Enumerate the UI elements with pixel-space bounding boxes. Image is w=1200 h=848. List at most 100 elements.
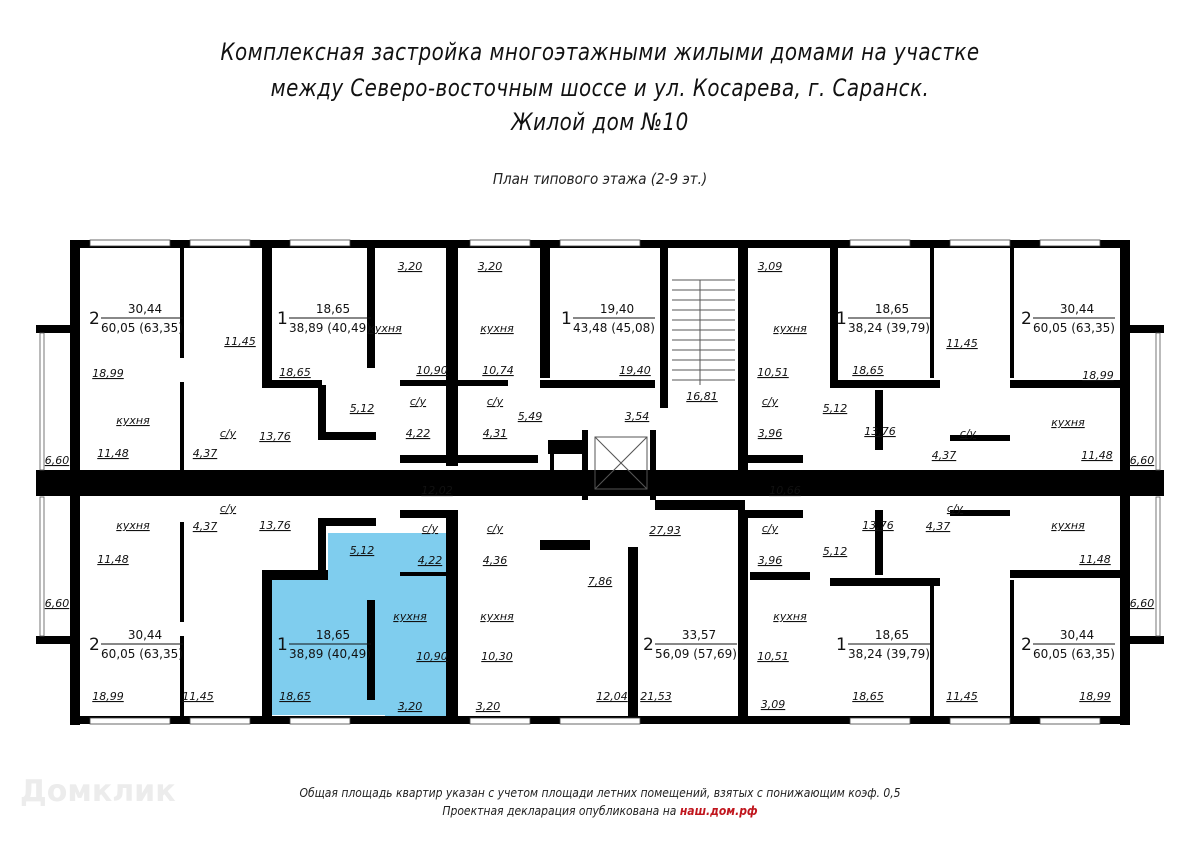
window: [89, 239, 171, 247]
wall: [1010, 248, 1014, 378]
room-label: 4,37: [926, 520, 951, 533]
wall: [540, 540, 590, 550]
room-label: 11,45: [224, 335, 256, 348]
declaration-link[interactable]: наш.дом.рф: [679, 804, 758, 818]
room-label: 18,99: [1079, 690, 1111, 703]
room-label: с/у: [947, 502, 964, 515]
wall: [1124, 636, 1164, 644]
wall: [830, 248, 838, 380]
window: [189, 717, 251, 725]
window: [89, 717, 171, 725]
window: [1039, 239, 1101, 247]
total-area: 38,24 (39,79): [848, 321, 930, 335]
room-label: 27,93: [649, 524, 681, 537]
room-count: 1: [836, 635, 847, 655]
wall: [748, 455, 803, 463]
wall: [582, 490, 652, 496]
wall: [458, 380, 508, 386]
room-label: 3,20: [398, 700, 423, 713]
room-count: 2: [643, 635, 654, 655]
room-label: 11,45: [946, 690, 978, 703]
room-label: 18,99: [92, 367, 124, 380]
room-label: 13,76: [259, 430, 291, 443]
room-label: 11,48: [1079, 553, 1111, 566]
room-label: 5,12: [350, 402, 375, 415]
wall: [262, 578, 272, 718]
room-label: 18,65: [279, 690, 311, 703]
wall: [875, 510, 883, 575]
room-label: 11,48: [97, 553, 129, 566]
wall: [830, 578, 940, 586]
wall: [875, 390, 883, 450]
room-label: кухня: [480, 610, 514, 623]
room-label: кухня: [393, 610, 427, 623]
wall: [582, 430, 588, 500]
wall: [738, 248, 748, 478]
room-label: 3,20: [478, 260, 503, 273]
window: [469, 717, 531, 725]
room-label: 4,36: [483, 554, 508, 567]
room-label: 11,45: [946, 337, 978, 350]
living-area: 30,44: [1060, 302, 1094, 316]
declaration-text: Проектная декларация опубликована на: [442, 804, 677, 818]
room-label: с/у: [762, 522, 779, 535]
wall: [1010, 380, 1120, 388]
living-area: 30,44: [1060, 628, 1094, 642]
wall: [950, 510, 1010, 516]
wall: [400, 455, 455, 463]
room-label: 10,74: [482, 364, 514, 377]
room-label: с/у: [422, 522, 439, 535]
wall: [950, 435, 1010, 441]
room-label: 10,66: [769, 484, 801, 497]
room-label: 6,60: [45, 454, 70, 467]
room-label: 13,76: [864, 425, 896, 438]
room-label: кухня: [773, 322, 807, 335]
window: [849, 717, 911, 725]
room-label: кухня: [1051, 519, 1085, 532]
wall: [262, 570, 328, 580]
wall: [540, 380, 655, 388]
window: [189, 239, 251, 247]
balcony-window: [1155, 332, 1161, 471]
room-label: 5,12: [823, 402, 848, 415]
living-area: 18,65: [316, 628, 350, 642]
wall: [1124, 325, 1164, 333]
room-label: кухня: [480, 322, 514, 335]
wall: [446, 510, 458, 720]
wall: [548, 440, 588, 454]
room-label: 5,49: [518, 410, 543, 423]
living-area: 18,65: [875, 302, 909, 316]
room-label: 19,40: [619, 364, 651, 377]
room-label: 10,51: [757, 650, 789, 663]
window: [949, 717, 1011, 725]
wall: [650, 430, 656, 500]
living-area: 30,44: [128, 302, 162, 316]
room-label: 3,20: [398, 260, 423, 273]
title-line-1: Комплексная застройка многоэтажными жилы…: [220, 38, 980, 66]
room-label: 3,54: [625, 410, 650, 423]
room-label: 3,96: [758, 427, 783, 440]
room-label: 10,51: [757, 366, 789, 379]
room-label: 4,22: [418, 554, 443, 567]
window: [949, 239, 1011, 247]
room-count: 2: [89, 309, 100, 329]
room-label: 5,12: [350, 544, 375, 557]
highlighted-apartment[interactable]: [272, 533, 454, 720]
room-label: 11,48: [1081, 449, 1113, 462]
total-area: 60,05 (63,35): [1033, 647, 1115, 661]
wall: [180, 636, 184, 718]
room-label: 18,65: [852, 690, 884, 703]
wall: [458, 455, 538, 463]
total-area: 60,05 (63,35): [101, 647, 183, 661]
area-note: Общая площадь квартир указан с учетом пл…: [299, 786, 901, 800]
